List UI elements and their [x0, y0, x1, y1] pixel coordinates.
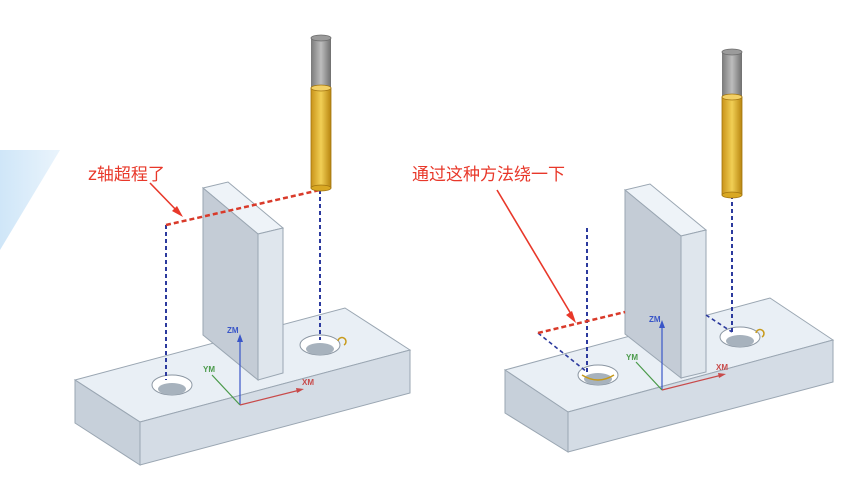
- left-axis-x-label: XM: [302, 378, 314, 387]
- left-hole-a-inner: [158, 383, 186, 395]
- right-base-side-face: [567, 339, 834, 453]
- left-part-model[interactable]: [73, 181, 412, 466]
- wcs-triad-icon: ZM YM XM: [626, 315, 728, 391]
- right-hole-b-inner: [726, 335, 754, 347]
- right-wall-side-face: [680, 229, 707, 379]
- right-axis-y-label: YM: [626, 353, 638, 362]
- right-part-model[interactable]: [503, 183, 835, 453]
- right-annotation-label: 通过这种方法绕一下: [412, 165, 565, 185]
- right-axis-x-label: XM: [716, 363, 728, 372]
- right-toolpath-rapid: [537, 310, 626, 335]
- left-tool-body: [310, 87, 332, 189]
- left-axis-z-label: ZM: [227, 326, 239, 335]
- right-toolpath-lead-b: [705, 314, 733, 333]
- right-hole-b-marker: [755, 328, 765, 338]
- left-hole-b-marker: [337, 336, 347, 346]
- left-axis-y-label: YM: [203, 365, 215, 374]
- right-toolpath[interactable]: [537, 195, 733, 373]
- left-annotation-label: z轴超程了: [88, 165, 165, 185]
- viewport-backdrop-shape: [0, 150, 60, 250]
- right-tool[interactable]: [721, 48, 743, 199]
- left-toolpath-rapid: [165, 188, 321, 227]
- right-hole-a-marker: [581, 374, 615, 381]
- left-tool[interactable]: [310, 34, 332, 192]
- end-mill-tool-icon: [722, 52, 742, 97]
- right-axis-z-label: ZM: [649, 315, 661, 324]
- end-mill-tool-icon: [311, 38, 331, 88]
- right-callout-arrow: [496, 189, 576, 323]
- right-tool-body: [721, 96, 743, 196]
- left-wall-side-face: [257, 227, 284, 381]
- left-hole-b-inner: [306, 343, 334, 355]
- wcs-triad-icon: ZM YM XM: [203, 326, 314, 406]
- left-base-side-face: [139, 349, 411, 466]
- right-hole-a-inner: [584, 373, 612, 385]
- left-callout-arrow: [149, 182, 183, 217]
- right-toolpath-lead-a: [537, 332, 588, 373]
- left-toolpath[interactable]: [165, 188, 321, 380]
